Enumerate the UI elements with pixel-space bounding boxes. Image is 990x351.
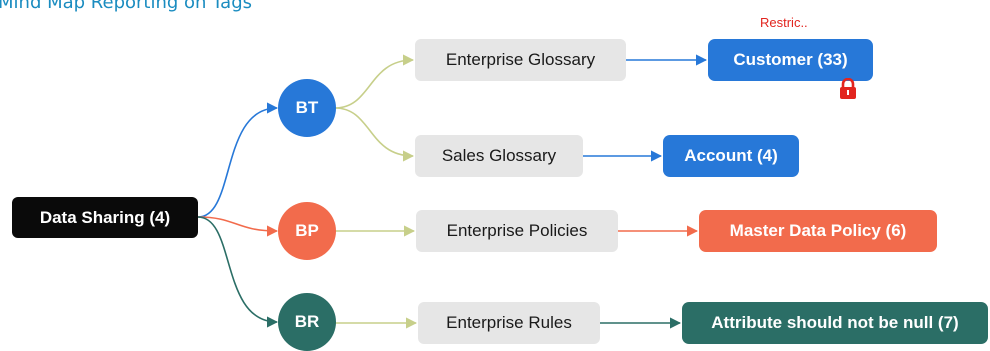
target-node-customer[interactable]: Customer (33)	[708, 39, 873, 81]
page-title: Mind Map Reporting on Tags	[0, 0, 253, 13]
root-node-data-sharing[interactable]: Data Sharing (4)	[12, 197, 198, 238]
link-root-bt	[197, 102, 279, 218]
branch-node-bt[interactable]: BT	[278, 79, 336, 137]
restricted-label: Restric..	[760, 15, 808, 30]
lock-icon	[840, 78, 856, 99]
branch-node-br[interactable]: BR	[278, 293, 336, 351]
link-root-bp	[197, 216, 279, 237]
glossary-node-enterprise-glossary[interactable]: Enterprise Glossary	[415, 39, 626, 81]
branch-node-bp[interactable]: BP	[278, 202, 336, 260]
glossary-node-enterprise-rules[interactable]: Enterprise Rules	[418, 302, 600, 344]
link-bt-enterprise-glossary	[334, 54, 415, 109]
glossary-node-sales-glossary[interactable]: Sales Glossary	[415, 135, 583, 177]
target-node-master-data-policy[interactable]: Master Data Policy (6)	[699, 210, 937, 252]
link-bt-sales-glossary	[334, 107, 415, 162]
glossary-node-enterprise-policies[interactable]: Enterprise Policies	[416, 210, 618, 252]
target-node-account[interactable]: Account (4)	[663, 135, 799, 177]
target-node-attribute-should-not-be-null[interactable]: Attribute should not be null (7)	[682, 302, 988, 344]
link-root-br	[197, 216, 279, 328]
